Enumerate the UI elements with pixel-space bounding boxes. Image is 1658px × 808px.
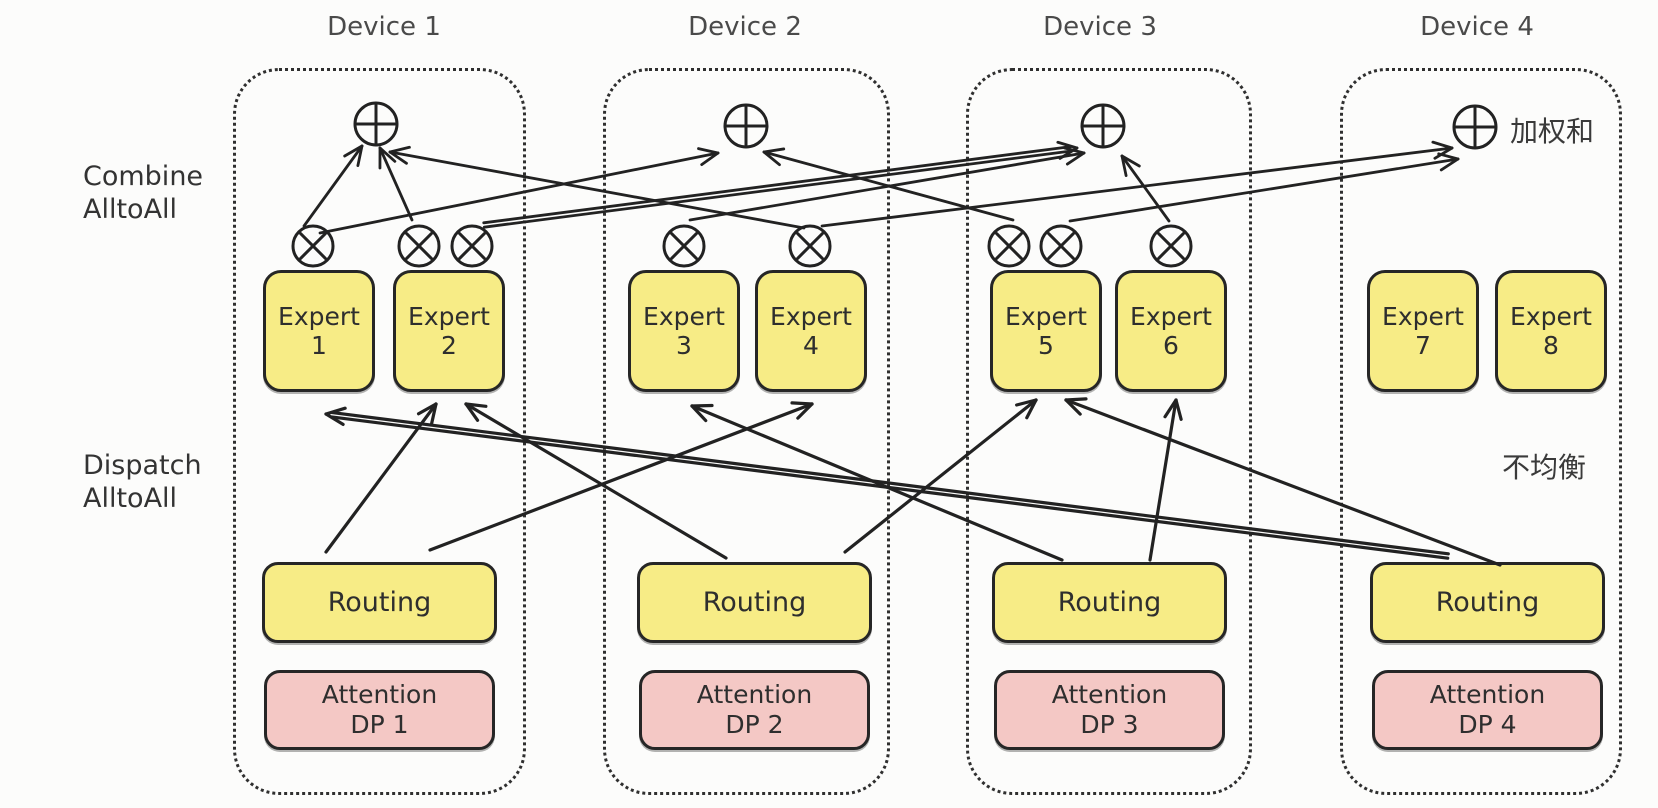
combine-alltoall-label: Combine AlltoAll: [83, 160, 203, 226]
attention-1-dp-label: DP 1: [350, 710, 409, 739]
expert-7-label: Expert: [1382, 302, 1464, 331]
expert-3-label: Expert: [643, 302, 725, 331]
attention-3-dp-label: DP 3: [1080, 710, 1139, 739]
routing-4-box: Routing: [1370, 562, 1605, 643]
attention-4-dp-label: DP 4: [1458, 710, 1517, 739]
expert-1-label: Expert: [278, 302, 360, 331]
routing-3-box: Routing: [992, 562, 1227, 643]
device-2-title: Device 2: [688, 12, 802, 42]
attention-1-label: Attention: [321, 680, 438, 709]
expert-6-number: 6: [1163, 331, 1179, 360]
expert-2-number: 2: [441, 331, 457, 360]
dispatch-label-line2: AlltoAll: [83, 483, 178, 514]
device-3-title: Device 3: [1043, 12, 1157, 42]
routing-4-label: Routing: [1435, 587, 1540, 618]
expert-4-label: Expert: [770, 302, 852, 331]
dispatch-label-line1: Dispatch: [83, 450, 202, 481]
attention-3-label: Attention: [1051, 680, 1168, 709]
dispatch-alltoall-label: Dispatch AlltoAll: [83, 449, 202, 515]
weighted-sum-annotation: 加权和: [1510, 115, 1595, 148]
expert-6-label: Expert: [1130, 302, 1212, 331]
routing-2-box: Routing: [637, 562, 872, 643]
expert-2-label: Expert: [408, 302, 490, 331]
expert-4-number: 4: [803, 331, 819, 360]
expert-1-number: 1: [311, 331, 327, 360]
expert-3-number: 3: [676, 331, 692, 360]
expert-5-label: Expert: [1005, 302, 1087, 331]
attention-2-dp-label: DP 2: [725, 710, 784, 739]
expert-8-label: Expert: [1510, 302, 1592, 331]
combine-label-line2: AlltoAll: [83, 194, 178, 225]
routing-1-box: Routing: [262, 562, 497, 643]
expert-8-number: 8: [1543, 331, 1559, 360]
expert-5-number: 5: [1038, 331, 1054, 360]
routing-2-label: Routing: [702, 587, 807, 618]
device-1-title: Device 1: [327, 12, 441, 42]
expert-7-number: 7: [1415, 331, 1431, 360]
device-4-title: Device 4: [1420, 12, 1534, 42]
attention-2-label: Attention: [696, 680, 813, 709]
imbalance-annotation: 不均衡: [1502, 451, 1587, 484]
routing-3-label: Routing: [1057, 587, 1162, 618]
combine-label-line1: Combine: [83, 161, 204, 192]
attention-4-label: Attention: [1429, 680, 1546, 709]
routing-1-label: Routing: [327, 587, 432, 618]
